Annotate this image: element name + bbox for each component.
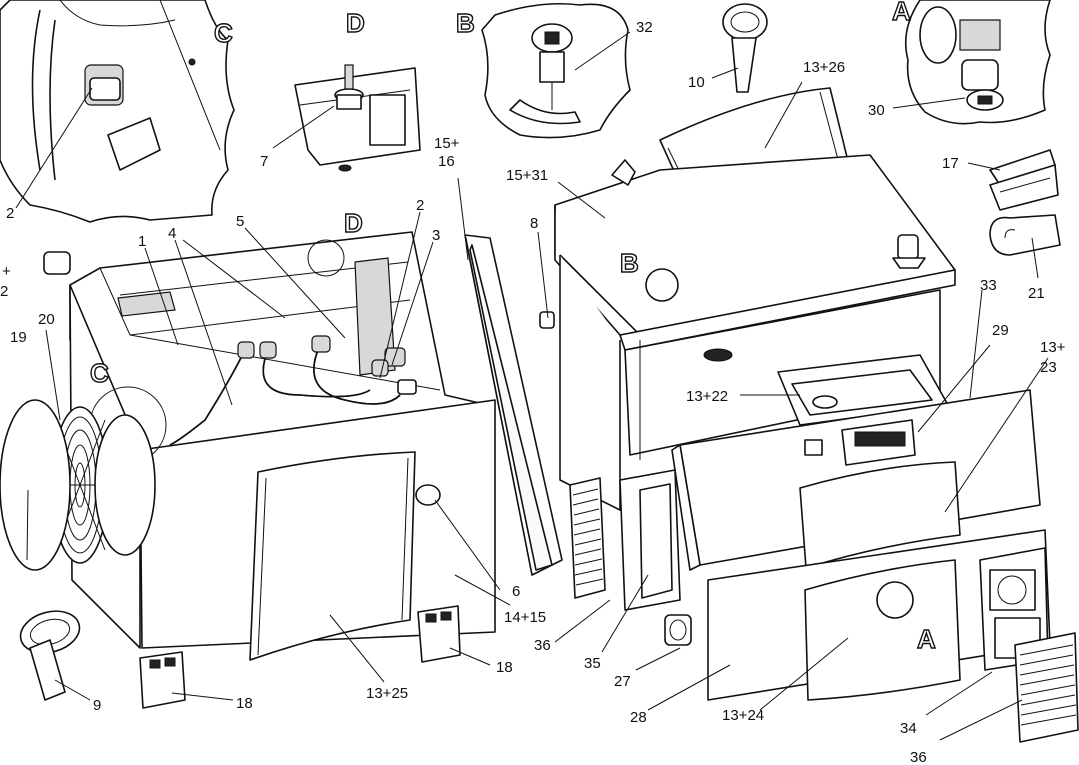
label-23: 23 [1040,359,1057,376]
part-labels: 2 7 32 10 13+26 30 17 21 15+ 16 15+31 8 … [0,19,1066,765]
bolt-8 [539,311,555,329]
label-14-15: 14+15 [504,609,546,626]
label-35: 35 [584,655,601,672]
foot-18-right [417,605,461,663]
grille-36-right [1014,632,1079,743]
detail-letter-b-frame: B [620,248,639,278]
round-cover-19 [0,399,71,571]
control-panel-13-22 [777,354,949,426]
foot-18-left [139,651,186,709]
detail-b-inset [481,3,631,139]
label-13-24: 13+24 [722,707,764,724]
leader-lines [15,31,1049,741]
nut-left-edge [43,251,71,275]
label-15-plus: 15+ [434,135,460,152]
label-30: 30 [868,102,885,119]
front-panel-28: A [707,529,1051,701]
label-6: 6 [512,583,520,600]
door-15-16 [464,234,563,576]
cover-13-24 [804,559,961,701]
label-edge-2: 2 [0,283,8,300]
detail-d-circle [307,239,345,277]
detail-letter-c-top: C [214,18,233,48]
hoses-4-5 [169,335,417,446]
detail-letter-a-top: A [892,0,911,26]
label-33: 33 [980,277,997,294]
key-10 [722,3,768,93]
detail-letter-d-frame: D [344,208,363,238]
label-13-plus: 13+ [1040,339,1066,356]
plug-15-31 [611,159,636,186]
label-8: 8 [530,215,538,232]
grille-36-left [569,477,606,599]
front-cover-13-25 [249,451,416,661]
label-20: 20 [38,311,55,328]
label-13-22: 13+22 [686,388,728,405]
label-36-right: 36 [910,749,927,765]
label-9: 9 [93,697,101,714]
label-18-left: 18 [236,695,253,712]
label-34: 34 [900,720,917,737]
label-19: 19 [10,329,27,346]
label-15-31: 15+31 [506,167,548,184]
label-13-25: 13+25 [366,685,408,702]
label-18-right: 18 [496,659,513,676]
label-5: 5 [236,213,244,230]
label-3: 3 [432,227,440,244]
label-17: 17 [942,155,959,172]
nut-27 [664,614,692,646]
label-2-hose: 2 [416,197,424,214]
detail-b-circle [645,268,679,302]
label-10: 10 [688,74,705,91]
plug-6 [415,484,441,506]
label-7: 7 [260,153,268,170]
right-cabinet-middle [671,389,1041,571]
knob-right-top [892,234,926,269]
key-9 [19,610,81,701]
detail-letter-d-top: D [346,8,365,38]
label-2-top: 2 [6,205,14,222]
detail-c-inset [0,0,235,223]
detail-letter-a-frame: A [917,624,936,654]
label-28: 28 [630,709,647,726]
filter-35 [619,469,681,611]
label-36-left: 36 [534,637,551,654]
clip-17 [989,149,1059,211]
clip-21 [989,214,1061,256]
label-4: 4 [168,225,176,242]
label-32: 32 [636,19,653,36]
label-29: 29 [992,322,1009,339]
detail-letter-c-frame: C [90,358,109,388]
label-1: 1 [138,233,146,250]
cover-13-23 [799,461,961,569]
detail-a-inset [904,0,1051,125]
label-edge-plus: + [2,263,11,280]
label-13-26: 13+26 [803,59,845,76]
detail-d-inset [294,64,421,172]
label-27: 27 [614,673,631,690]
detail-letter-b-top: B [456,8,475,38]
label-16: 16 [438,153,455,170]
label-21: 21 [1028,285,1045,302]
fan-disc [94,414,156,556]
